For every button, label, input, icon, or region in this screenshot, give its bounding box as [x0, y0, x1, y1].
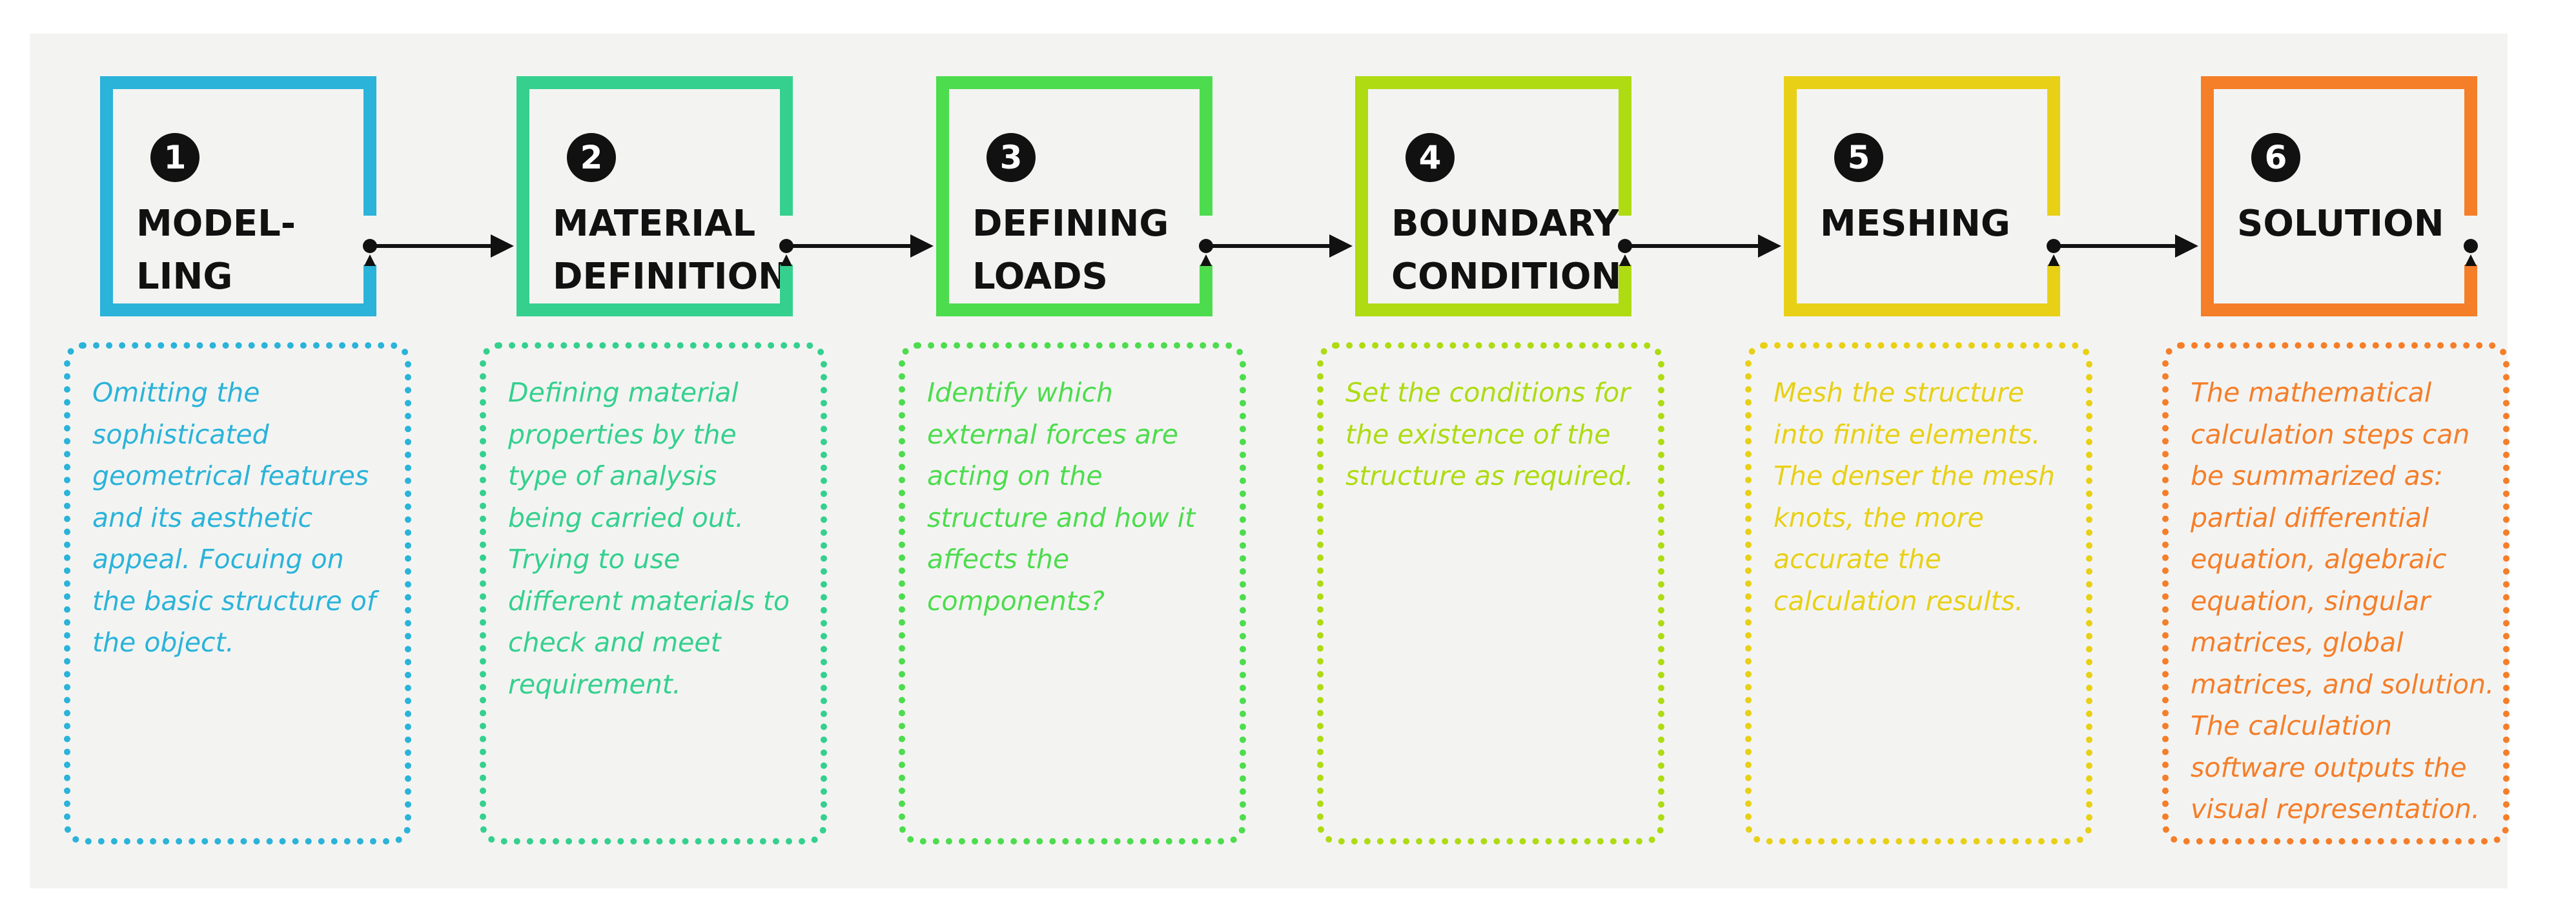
step-box-edge-upper [2464, 76, 2477, 216]
step-description-card-5: Mesh the structure into finite elements. T… [1745, 342, 2092, 845]
step-description-line: Omitting the [92, 377, 260, 408]
step-number-badge: 1 [150, 133, 199, 182]
step-description-line: Trying to use [508, 544, 680, 575]
step-title: MESHING [1820, 198, 2091, 251]
step-number-badge: 4 [1406, 133, 1455, 182]
step-title-line: LOADS [972, 256, 1108, 298]
step-box-edge-lower [2047, 265, 2060, 316]
step-description-card-4: Set the conditions for the existence of t… [1317, 342, 1664, 845]
step-box-edge-upper [780, 76, 793, 216]
step-box-edge-lower [2464, 265, 2477, 316]
step-description-line: visual representation. [2191, 794, 2480, 825]
step-title-line: DEFINITION [553, 256, 789, 298]
step-description-line: Defining material [508, 377, 739, 408]
step-description-line: being carried out. [508, 502, 744, 533]
step-number-badge: 3 [986, 133, 1036, 182]
step-box-edge-lower [1200, 265, 1212, 316]
step-box-edge-lower [780, 265, 793, 316]
step-description-card-2: Defining material properties by the type o… [480, 342, 827, 845]
step-title: MODEL- LING [136, 198, 407, 303]
step-description-line: partial differential [2191, 502, 2429, 533]
diagram-background [30, 34, 2508, 888]
step-description-line: and its aesthetic [92, 502, 313, 533]
step-title-line: MESHING [1820, 203, 2010, 245]
step-box-edge-upper [363, 76, 376, 216]
step-description-line: The mathematical [2191, 377, 2432, 408]
step-description-line: equation, singular [2191, 585, 2431, 617]
step-description-line: be summarized as: [2191, 460, 2443, 491]
step-description-line: sophisticated [92, 418, 269, 450]
step-title-line: MATERIAL [553, 203, 756, 245]
step-description-line: Mesh the structure [1774, 377, 2025, 408]
step-description-line: into finite elements. [1774, 418, 2041, 450]
step-box-edge-lower [1619, 265, 1631, 316]
step-description-line: properties by the [508, 418, 737, 450]
step-title-line: CONDITION [1391, 256, 1622, 298]
step-description-card-3: Identify which external forces are acting … [899, 342, 1246, 845]
step-title: DEFINING LOADS [972, 198, 1243, 303]
step-description-line: calculation results. [1774, 585, 2023, 617]
step-description-line: software outputs the [2191, 752, 2467, 783]
step-description: Defining material properties by the type o… [508, 372, 818, 705]
step-number-badge: 2 [567, 133, 616, 182]
step-title-line: MODEL- [136, 203, 296, 245]
step-description: Omitting the sophisticated geometrical fea… [92, 372, 402, 664]
step-title: BOUNDARY CONDITION [1391, 198, 1662, 303]
step-description-card-6: The mathematical calculation steps can be … [2162, 342, 2510, 845]
step-box-edge-lower [363, 265, 376, 316]
step-description-line: matrices, global [2191, 627, 2404, 658]
step-description-line: requirement. [508, 668, 681, 700]
step-title-line: SOLUTION [2237, 203, 2444, 245]
step-description-line: the existence of the [1345, 418, 1611, 450]
step-description-line: equation, algebraic [2191, 544, 2447, 575]
step-description-line: The denser the mesh [1774, 460, 2055, 491]
step-description-card-1: Omitting the sophisticated geometrical fea… [64, 342, 411, 845]
step-description-line: geometrical features [92, 460, 369, 491]
step-box-edge-upper [1200, 76, 1212, 216]
step-description-line: The calculation [2191, 710, 2392, 741]
step-description-line: calculation steps can [2191, 418, 2470, 450]
step-title-line: BOUNDARY [1391, 203, 1620, 245]
step-description-line: structure and how it [927, 502, 1196, 533]
step-number-badge: 6 [2251, 133, 2300, 182]
step-description: The mathematical calculation steps can be … [2191, 372, 2500, 830]
step-description-line: Identify which [927, 377, 1113, 408]
step-description-line: type of analysis [508, 460, 717, 491]
step-title: MATERIAL DEFINITION [553, 198, 824, 303]
step-description-line: external forces are [927, 418, 1178, 450]
step-description-line: affects the [927, 544, 1070, 575]
step-description: Set the conditions for the existence of t… [1345, 372, 1655, 497]
step-description-line: acting on the [927, 460, 1103, 491]
step-description-line: matrices, and solution. [2191, 668, 2495, 700]
step-number-badge: 5 [1834, 133, 1883, 182]
step-description: Identify which external forces are acting … [927, 372, 1237, 622]
step-description-line: components? [927, 585, 1105, 617]
step-description-line: the object. [92, 627, 234, 658]
step-description: Mesh the structure into finite elements. T… [1774, 372, 2083, 622]
step-box-edge-upper [2047, 76, 2060, 216]
step-description-line: the basic structure of [92, 585, 376, 617]
step-description-line: check and meet [508, 627, 721, 658]
step-description-line: accurate the [1774, 544, 1941, 575]
step-description-line: appeal. Focuing on [92, 544, 344, 575]
step-title-line: DEFINING [972, 203, 1169, 245]
step-title: SOLUTION [2237, 198, 2508, 251]
step-title-line: LING [136, 256, 233, 298]
step-description-line: Set the conditions for [1345, 377, 1631, 408]
step-description-line: different materials to [508, 585, 790, 617]
step-box-edge-upper [1619, 76, 1631, 216]
step-description-line: structure as required. [1345, 460, 1634, 491]
step-description-line: knots, the more [1774, 502, 1984, 533]
